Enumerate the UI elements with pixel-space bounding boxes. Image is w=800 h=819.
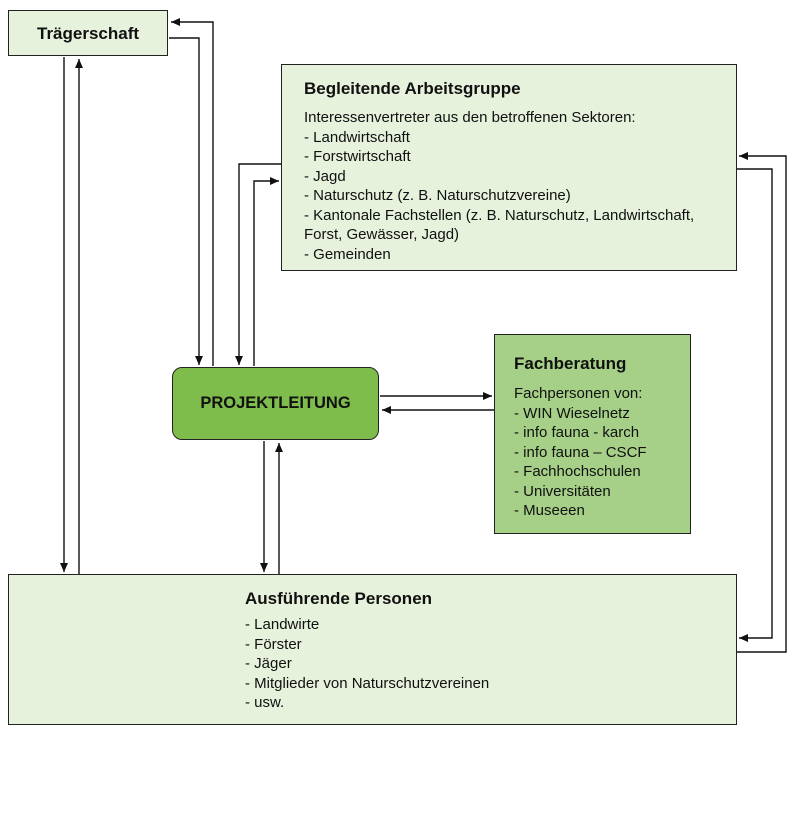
fachberatung-line: - Museeen	[514, 502, 585, 519]
fachberatung-line: - info fauna – CSCF	[514, 443, 647, 461]
arbeitsgruppe-line: - Gemeinden	[304, 245, 391, 263]
arbeitsgruppe-line: - Kantonale Fachstellen (z. B. Naturschu…	[304, 206, 695, 224]
arbeitsgruppe-line: - Landwirtschaft	[304, 128, 410, 146]
fachberatung-title: Fachberatung	[514, 354, 627, 373]
arbeitsgruppe-title: Begleitende Arbeitsgruppe	[304, 79, 521, 98]
arbeitsgruppe-line: - Jagd	[304, 167, 346, 185]
fachberatung-line: - Fachhochschulen	[514, 463, 641, 480]
arrow-traeger-to-projekt	[169, 37, 203, 365]
ausfuehrende-personen-box: Ausführende Personen - Landwirte - Först…	[8, 574, 737, 725]
projektleitung-box: PROJEKTLEITUNG	[172, 367, 379, 440]
fachberatung-line: - WIN Wieselnetz	[514, 404, 630, 422]
arrow-arbeitsgruppe-to-ausfuehrende	[737, 168, 773, 642]
fachberatung-line: Fachpersonen von:	[514, 385, 643, 402]
ausfuehrende-line: - Mitglieder von Naturschutzvereinen	[245, 674, 490, 692]
arrow-projekt-to-arbeitsgruppe	[253, 177, 279, 366]
arrow-arbeitsgruppe-to-projekt	[235, 163, 281, 365]
fachberatung-line: - info fauna - karch	[514, 424, 640, 441]
fachberatung-line: - Universitäten	[514, 482, 611, 500]
arbeitsgruppe-line: - Naturschutz (z. B. Naturschutzvereine)	[304, 187, 571, 204]
begleitende-arbeitsgruppe-box: Begleitende Arbeitsgruppe Interessenvert…	[281, 64, 737, 271]
ausfuehrende-list: - Landwirte - Förster - Jäger - Mitglied…	[245, 615, 489, 713]
traegerschaft-title: Trägerschaft	[37, 24, 140, 43]
ausfuehrende-line: - usw.	[245, 694, 285, 711]
projektleitung-title: PROJEKTLEITUNG	[200, 394, 351, 412]
arrow-projekt-to-traeger	[171, 18, 214, 366]
ausfuehrende-title: Ausführende Personen	[245, 589, 433, 608]
arbeitsgruppe-line: Forst, Gewässer, Jagd)	[304, 226, 460, 243]
arbeitsgruppe-line: Interessenvertreter aus den betroffenen …	[304, 109, 636, 126]
ausfuehrende-line: - Förster	[245, 635, 302, 653]
arrow-ausfuehrende-to-arbeitsgruppe	[737, 152, 787, 653]
ausfuehrende-line: - Landwirte	[245, 616, 320, 633]
fachberatung-box: Fachberatung Fachpersonen von: - WIN Wie…	[494, 334, 691, 534]
traegerschaft-box: Trägerschaft	[8, 10, 168, 56]
ausfuehrende-line: - Jäger	[245, 655, 292, 672]
arbeitsgruppe-line: - Forstwirtschaft	[304, 148, 411, 165]
